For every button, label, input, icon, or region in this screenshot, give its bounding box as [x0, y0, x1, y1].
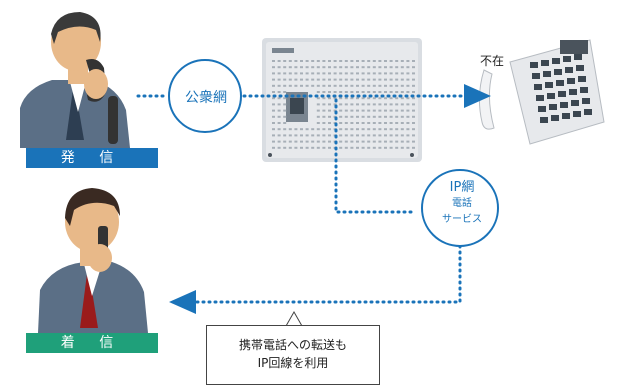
ip-network-label: IP網 電話 サービス	[420, 180, 504, 228]
ip-network-title: IP網	[449, 180, 475, 195]
callout-line-2: IP回線を利用	[257, 356, 329, 370]
man-landline-icon	[20, 12, 130, 148]
callout-line-1: 携帯電話への転送も	[238, 338, 347, 352]
public-network-circle	[168, 59, 242, 133]
callout-box: 携帯電話への転送も IP回線を利用	[206, 325, 380, 385]
public-network-label: 公衆網	[185, 90, 227, 106]
ip-network-circle	[421, 169, 499, 247]
sender-label: 発 信	[26, 148, 158, 168]
connection-lines	[136, 84, 491, 314]
line-pbx-to-ip	[334, 98, 418, 214]
pbx-unit-icon	[262, 38, 422, 162]
receiver-label: 着 信	[26, 333, 158, 353]
absent-label: 不在	[480, 54, 505, 68]
line-ip-to-receiver	[169, 244, 462, 314]
pbx-vent-grid	[272, 60, 415, 149]
callout-pointer	[285, 310, 303, 327]
ip-network-sub2: サービス	[442, 214, 482, 225]
ip-network-sub1: 電話	[452, 198, 472, 209]
man-mobile-icon	[38, 188, 148, 333]
office-phone-keypad	[530, 54, 592, 123]
